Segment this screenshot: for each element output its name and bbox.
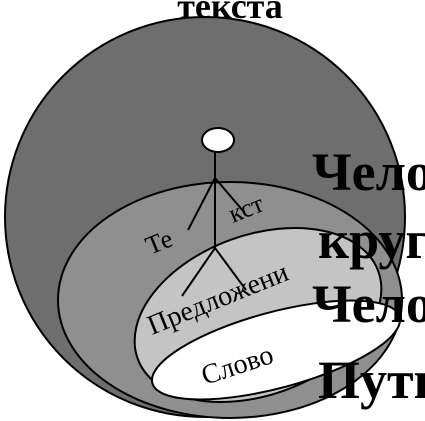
right-text-line: круг: [318, 210, 425, 270]
right-text-block: Чело круг Чело Путь: [312, 142, 425, 410]
right-text-line: Чело: [312, 142, 425, 202]
heading-fragment: текста: [177, 0, 283, 26]
right-text-line: Путь: [318, 350, 425, 410]
right-text-line: Чело: [312, 274, 425, 334]
stick-figure-head: [202, 128, 234, 152]
